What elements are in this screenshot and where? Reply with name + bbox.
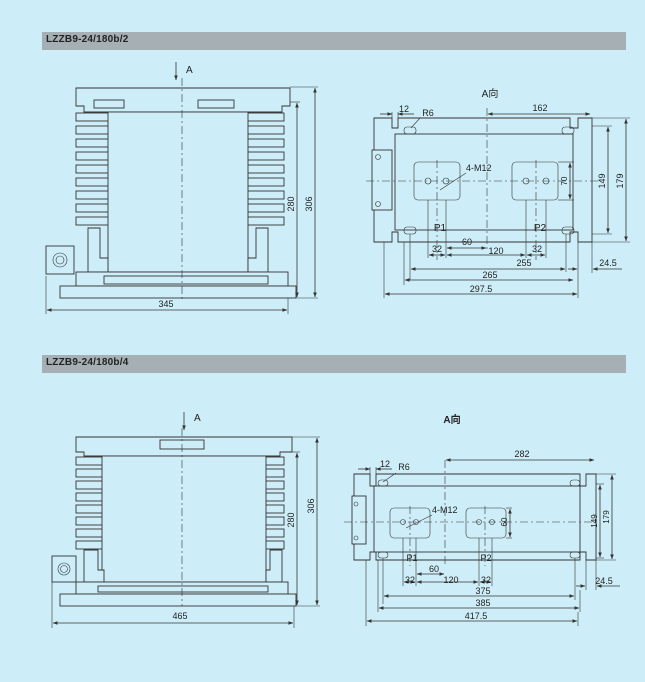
dim-24-5: 24.5 (595, 576, 613, 586)
model-label-1: LZZB9-24/180b/2 (46, 34, 129, 45)
dim-70: 70 (560, 176, 569, 185)
dim-265: 265 (482, 270, 497, 280)
dim-height-inner: 280 (286, 512, 296, 527)
dim-179: 179 (602, 510, 611, 524)
dim-width: 465 (172, 611, 187, 621)
section-header-2: LZZB9-24/180b/4 (42, 355, 626, 373)
dim-60: 60 (462, 237, 472, 247)
dim-width: 345 (158, 299, 173, 309)
dim-162: 162 (532, 103, 547, 113)
section-header-1: LZZB9-24/180b/2 (42, 32, 626, 50)
a-view-2: A向 12 R6 282 4-M12 (344, 413, 620, 626)
dim-60v: 60 (500, 517, 509, 526)
dim-179: 179 (615, 173, 625, 188)
dim-385: 385 (475, 598, 490, 608)
dim-297-5: 297.5 (470, 284, 493, 294)
dim-32b: 32 (532, 244, 542, 254)
terminal-p1: P1 (434, 223, 447, 234)
view-arrow-label: A (186, 65, 193, 76)
dim-120: 120 (443, 575, 458, 585)
dim-60: 60 (429, 564, 439, 574)
terminal-p2: P2 (534, 223, 547, 234)
terminal-p2: P2 (480, 553, 491, 563)
dim-32b: 32 (481, 575, 491, 585)
view-arrow-label: A (194, 413, 201, 424)
model-label-2: LZZB9-24/180b/4 (46, 357, 129, 368)
front-view-2: A 280 306 465 (51, 412, 320, 628)
dim-12: 12 (399, 104, 409, 114)
dim-149: 149 (590, 514, 599, 528)
dim-height-inner: 280 (286, 196, 296, 211)
a-view-title: A向 (482, 87, 499, 100)
dim-120: 120 (488, 246, 503, 256)
dim-height-outer: 306 (304, 196, 314, 211)
terminal-p1: P1 (406, 553, 417, 563)
dim-32a: 32 (405, 575, 415, 585)
a-view-1: A向 12 R6 162 4 (366, 87, 630, 298)
dim-417-5: 417.5 (465, 611, 488, 621)
dim-r6: R6 (398, 462, 410, 472)
dim-375: 375 (475, 586, 490, 596)
dim-282: 282 (514, 449, 529, 459)
front-view-1: A 280 306 345 (45, 62, 318, 314)
a-view-title: A向 (443, 413, 460, 426)
dim-149: 149 (597, 173, 607, 188)
thread-label: 4-M12 (466, 163, 492, 173)
dim-255: 255 (516, 258, 531, 268)
dim-height-outer: 306 (306, 498, 316, 513)
dim-12: 12 (380, 459, 390, 469)
dim-32a: 32 (432, 244, 442, 254)
dim-24-5: 24.5 (599, 258, 617, 268)
dim-r6: R6 (422, 108, 434, 118)
thread-label: 4-M12 (432, 505, 458, 515)
